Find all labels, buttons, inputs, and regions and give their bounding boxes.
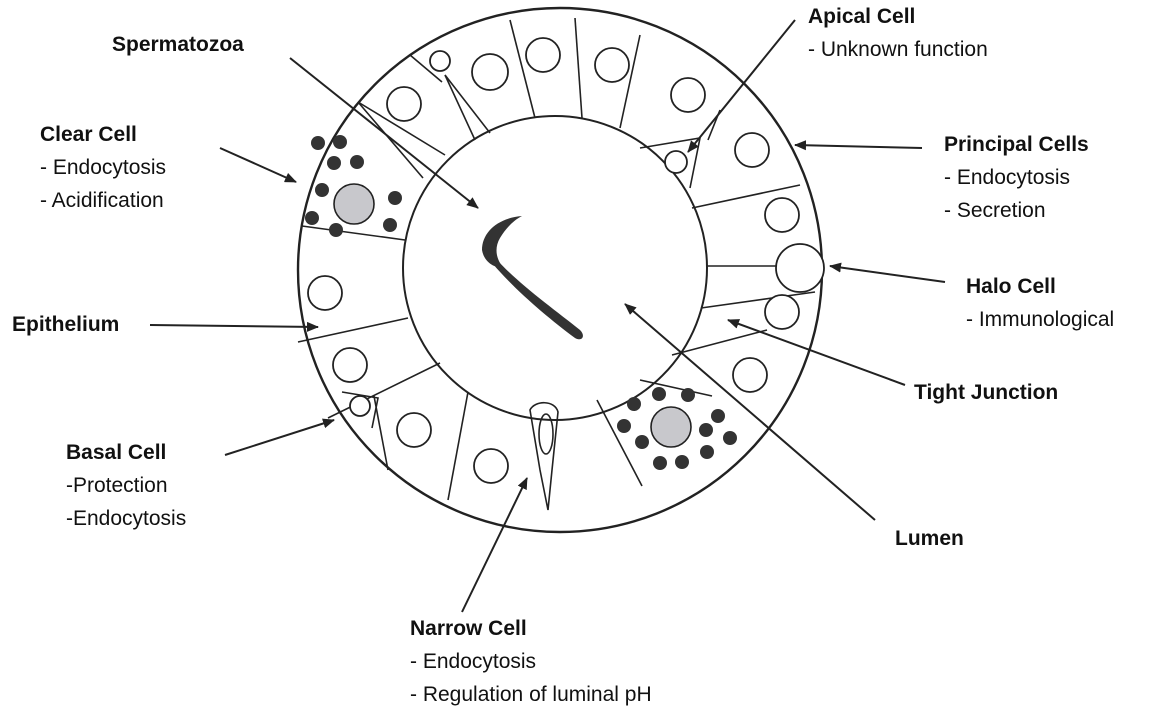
label-title: Clear Cell: [40, 118, 166, 151]
label-title: Tight Junction: [914, 376, 1058, 409]
clear-cell-left: [305, 135, 402, 237]
label-title: Principal Cells: [944, 128, 1089, 161]
apical-cell-nucleus: [430, 51, 450, 71]
label-title: Lumen: [895, 522, 964, 555]
label-function: - Secretion: [944, 194, 1089, 227]
principal-cell-nucleus: [308, 276, 342, 310]
label-title: Halo Cell: [966, 270, 1114, 303]
arrow-principal-cells: [795, 145, 922, 148]
arrow-halo-cell: [830, 266, 945, 282]
arrow-narrow-cell: [462, 478, 527, 612]
arrow-apical-cell: [688, 20, 795, 152]
principal-cell-nucleus: [526, 38, 560, 72]
label-spermatozoa: Spermatozoa: [112, 28, 244, 61]
apical-cell-nucleus: [665, 151, 687, 173]
label-lumen: Lumen: [895, 522, 964, 555]
label-function: -Endocytosis: [66, 502, 186, 535]
label-tight-junction: Tight Junction: [914, 376, 1058, 409]
label-apical-cell: Apical Cell - Unknown function: [808, 0, 988, 66]
lumen-boundary: [403, 116, 707, 420]
nuclei: [308, 38, 824, 483]
label-epithelium: Epithelium: [12, 308, 119, 341]
principal-cell-nucleus: [733, 358, 767, 392]
arrow-epithelium: [150, 325, 318, 327]
principal-cell-nucleus: [472, 54, 508, 90]
principal-cell-nucleus: [474, 449, 508, 483]
halo-cell-nucleus: [776, 244, 824, 292]
principal-cell-nucleus: [387, 87, 421, 121]
label-halo-cell: Halo Cell - Immunological: [966, 270, 1114, 336]
principal-cell-nucleus: [765, 198, 799, 232]
cell-boundaries: [298, 18, 820, 500]
principal-cell-nucleus: [595, 48, 629, 82]
label-title: Basal Cell: [66, 436, 186, 469]
outer-tubule-wall: [298, 8, 822, 532]
principal-cell-nucleus: [397, 413, 431, 447]
clear-cell-right: [617, 387, 737, 470]
label-principal-cells: Principal Cells - Endocytosis - Secretio…: [944, 128, 1089, 227]
spermatozoon: [482, 216, 583, 339]
arrow-clear-cell: [220, 148, 296, 182]
principal-cell-nucleus: [735, 133, 769, 167]
label-function: - Acidification: [40, 184, 166, 217]
label-title: Apical Cell: [808, 0, 988, 33]
label-function: - Endocytosis: [944, 161, 1089, 194]
label-narrow-cell: Narrow Cell - Endocytosis - Regulation o…: [410, 612, 652, 710]
label-basal-cell: Basal Cell -Protection -Endocytosis: [66, 436, 186, 535]
label-title: Narrow Cell: [410, 612, 652, 645]
label-title: Spermatozoa: [112, 28, 244, 61]
label-function: - Endocytosis: [410, 645, 652, 678]
principal-cell-nucleus: [765, 295, 799, 329]
principal-cell-nucleus: [671, 78, 705, 112]
label-function: - Endocytosis: [40, 151, 166, 184]
label-clear-cell: Clear Cell - Endocytosis - Acidification: [40, 118, 166, 217]
label-title: Epithelium: [12, 308, 119, 341]
label-function: - Unknown function: [808, 33, 988, 66]
principal-cell-nucleus: [333, 348, 367, 382]
arrow-basal-cell: [225, 420, 334, 455]
label-function: -Protection: [66, 469, 186, 502]
basal-cell-nucleus: [350, 396, 370, 416]
label-function: - Regulation of luminal pH: [410, 678, 652, 710]
label-function: - Immunological: [966, 303, 1114, 336]
